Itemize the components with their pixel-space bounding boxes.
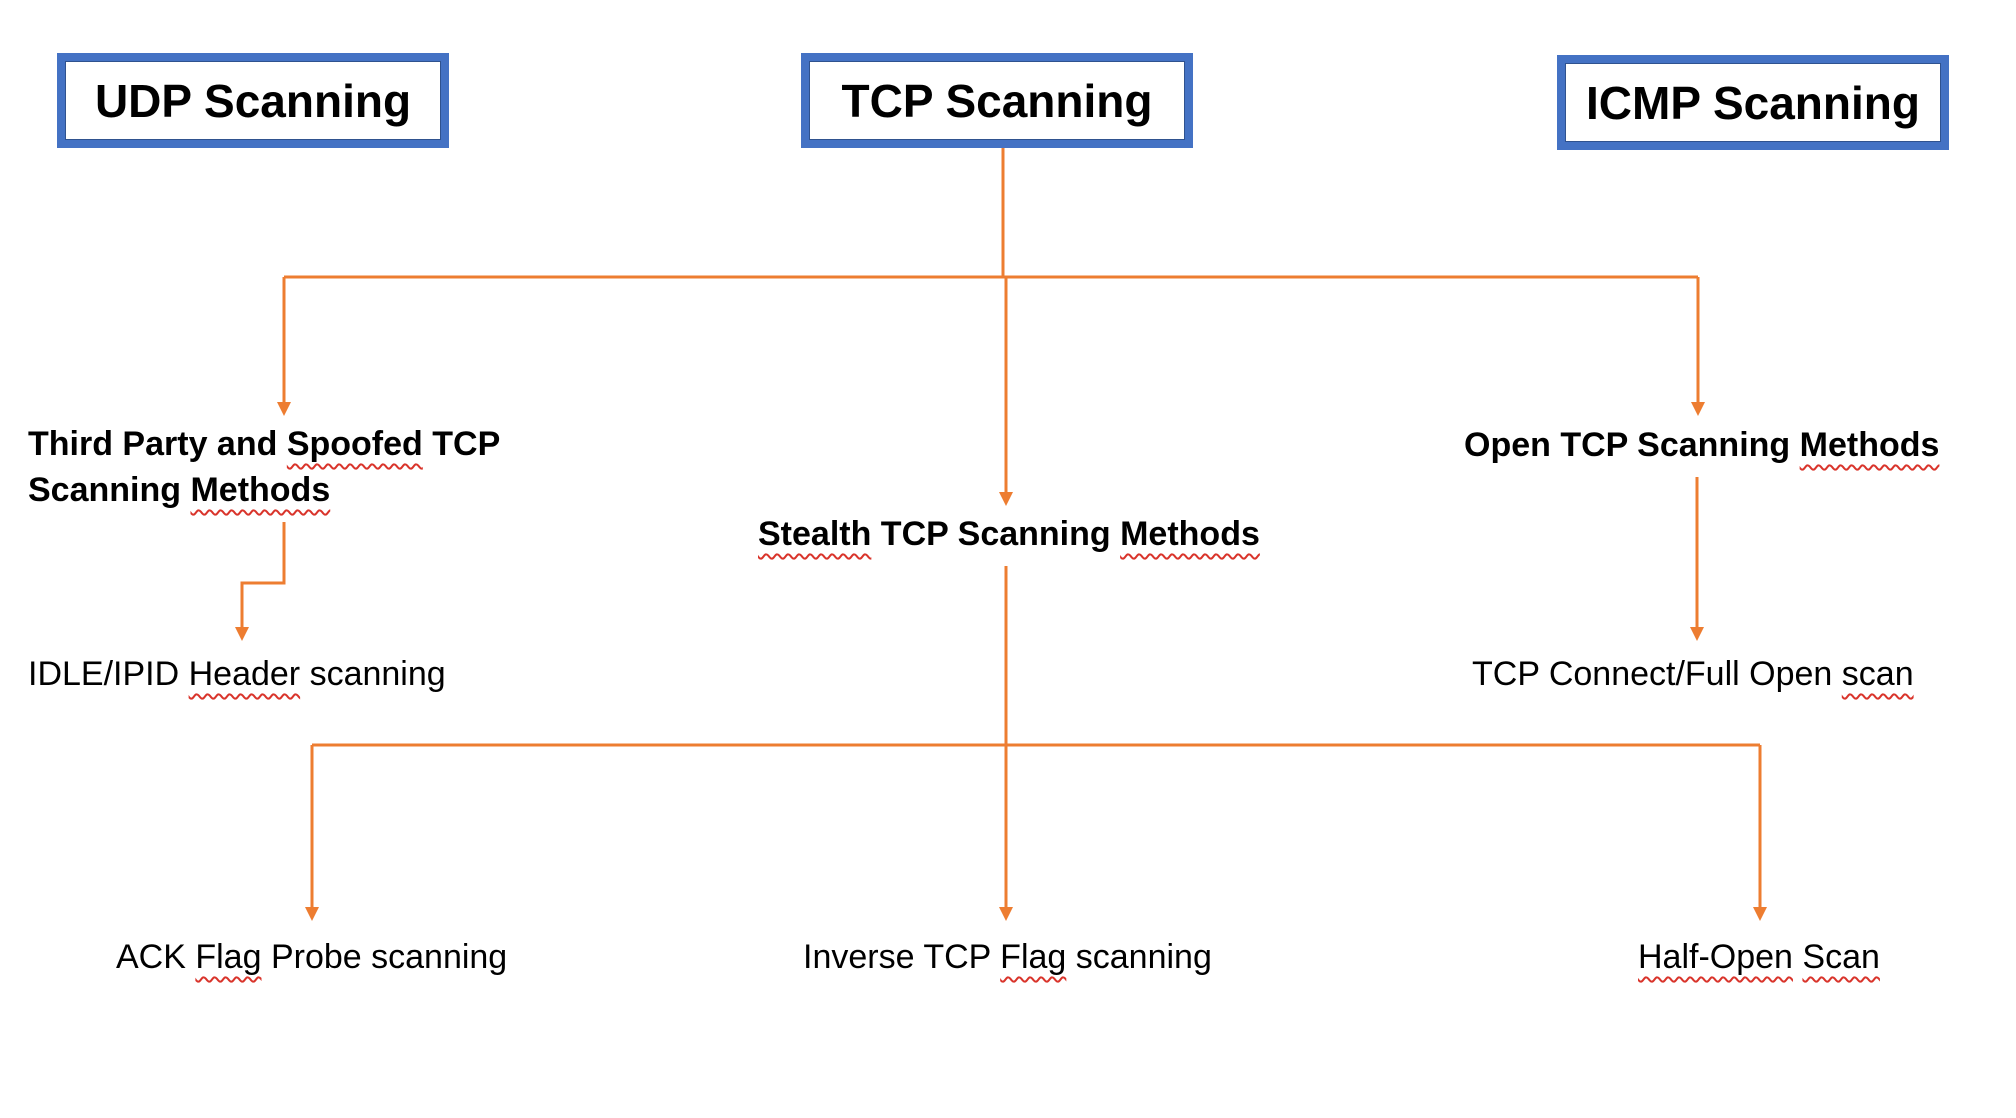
arrow-tcp-connect bbox=[1690, 627, 1704, 641]
stealth-text-middle: TCP Scanning bbox=[871, 515, 1121, 553]
third-party-line-2: Scanning Methods bbox=[28, 467, 500, 513]
stealth-text-methods: Methods bbox=[1120, 515, 1260, 553]
inverse-tcp-flag-node: Inverse TCP Flag scanning bbox=[803, 934, 1212, 980]
icmp-scanning-box: ICMP Scanning bbox=[1557, 55, 1949, 150]
tcp-connect-text-a: TCP Connect/Full Open bbox=[1472, 655, 1842, 693]
arrow-stealth bbox=[999, 492, 1013, 506]
idle-text-scanning: scanning bbox=[300, 655, 446, 693]
third-party-spoofed-node: Third Party and Spoofed TCP Scanning Met… bbox=[28, 421, 500, 513]
tcp-scanning-label: TCP Scanning bbox=[841, 74, 1153, 127]
half-open-text-a: Half-Open bbox=[1638, 938, 1793, 976]
idle-ipid-node: IDLE/IPID Header scanning bbox=[28, 651, 446, 697]
arrow-inverse bbox=[999, 907, 1013, 921]
arrow-half-open bbox=[1753, 907, 1767, 921]
arrow-third-party bbox=[277, 402, 291, 416]
idle-text-a: IDLE/IPID bbox=[28, 655, 189, 693]
half-open-text-space bbox=[1793, 938, 1802, 976]
inverse-text-flag: Flag bbox=[1000, 938, 1067, 976]
open-text-a: Open TCP Scanning bbox=[1464, 426, 1800, 464]
stealth-text-stealth: Stealth bbox=[758, 515, 872, 553]
third-party-text-a: Third Party and bbox=[28, 425, 287, 463]
tcp-scanning-box-inner: TCP Scanning bbox=[809, 61, 1185, 140]
tcp-scanning-box: TCP Scanning bbox=[801, 53, 1193, 148]
open-text-methods: Methods bbox=[1799, 426, 1940, 464]
third-party-line-1: Third Party and Spoofed TCP bbox=[28, 421, 500, 467]
third-party-text-tcp: TCP bbox=[422, 425, 501, 463]
idle-text-header: Header bbox=[188, 655, 301, 693]
inverse-text-c: scanning bbox=[1066, 938, 1212, 976]
third-party-text-scanning: Scanning bbox=[28, 471, 191, 509]
tcp-connect-text-scan: scan bbox=[1841, 655, 1914, 693]
ack-text-a: ACK bbox=[116, 938, 196, 976]
ack-flag-probe-node: ACK Flag Probe scanning bbox=[116, 934, 507, 980]
open-tcp-node: Open TCP Scanning Methods bbox=[1464, 422, 1939, 468]
arrow-open bbox=[1691, 402, 1705, 416]
arrow-ack bbox=[305, 907, 319, 921]
half-open-scan-node: Half-Open Scan bbox=[1638, 934, 1880, 980]
arrow-idle bbox=[235, 627, 249, 641]
udp-scanning-box-inner: UDP Scanning bbox=[65, 61, 441, 140]
inverse-text-a: Inverse TCP bbox=[803, 938, 1001, 976]
icmp-scanning-label: ICMP Scanning bbox=[1586, 76, 1920, 129]
ack-text-c: Probe scanning bbox=[261, 938, 508, 976]
udp-scanning-label: UDP Scanning bbox=[94, 74, 412, 127]
tcp-connect-node: TCP Connect/Full Open scan bbox=[1472, 651, 1914, 697]
third-party-text-spoofed: Spoofed bbox=[286, 425, 423, 463]
third-party-text-methods: Methods bbox=[190, 471, 331, 509]
connector-idle bbox=[240, 522, 286, 627]
half-open-text-scan: Scan bbox=[1802, 938, 1880, 976]
stealth-tcp-node: Stealth TCP Scanning Methods bbox=[758, 511, 1260, 557]
icmp-scanning-box-inner: ICMP Scanning bbox=[1565, 63, 1941, 142]
ack-text-flag: Flag bbox=[195, 938, 262, 976]
udp-scanning-box: UDP Scanning bbox=[57, 53, 449, 148]
